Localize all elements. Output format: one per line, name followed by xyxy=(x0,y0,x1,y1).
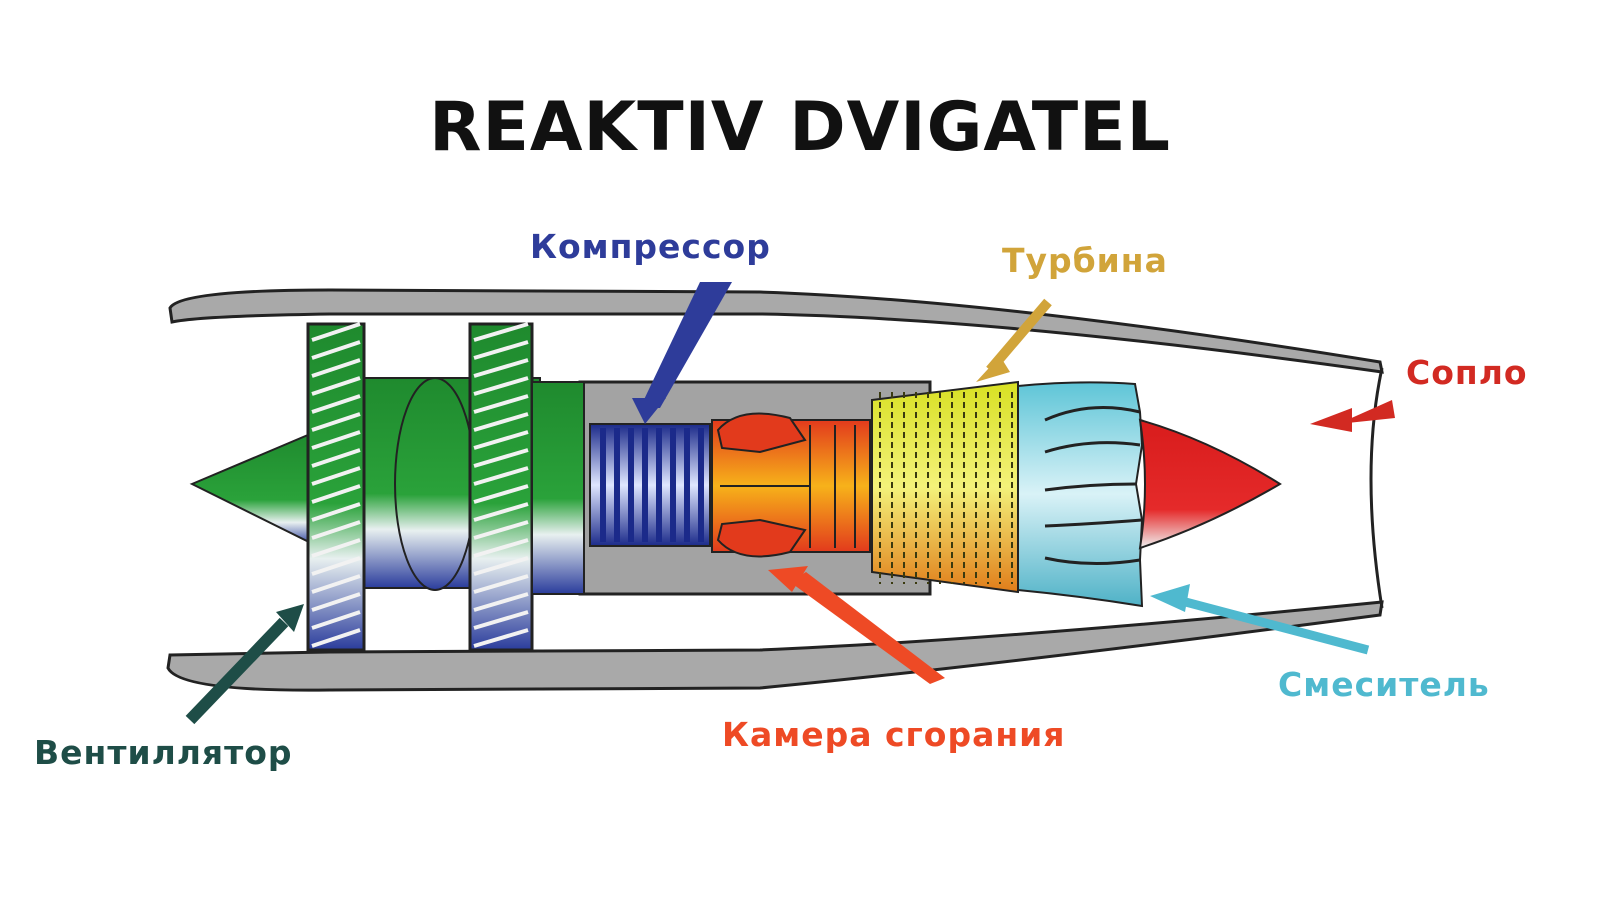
blade-line xyxy=(311,628,361,648)
mixer-section xyxy=(1017,381,1144,608)
blade-line xyxy=(473,502,529,522)
blade-line xyxy=(311,592,361,612)
fan-stage-2 xyxy=(468,322,534,652)
blade-line xyxy=(311,556,361,576)
blade-line xyxy=(311,610,361,630)
compressor-blade xyxy=(670,428,676,542)
mixer-arrow xyxy=(1150,584,1370,655)
blade-line xyxy=(311,322,361,342)
blade-line xyxy=(473,574,529,594)
blade-line xyxy=(473,448,529,468)
compressor-label: Компрессор xyxy=(530,227,771,266)
blade-line xyxy=(473,520,529,540)
blade-line xyxy=(311,520,361,540)
blade-line xyxy=(473,484,529,504)
turbine-arrow xyxy=(976,298,1052,382)
blade-line xyxy=(311,538,361,558)
blade-line xyxy=(311,466,361,486)
blade-line xyxy=(311,394,361,414)
compressor-blade xyxy=(656,428,662,542)
blade-line xyxy=(473,376,529,396)
blade-line xyxy=(311,484,361,504)
blade-line xyxy=(311,376,361,396)
nose-cone xyxy=(189,430,316,547)
blade-line xyxy=(473,628,529,648)
blade-line xyxy=(473,394,529,414)
compressor-blade xyxy=(642,428,648,542)
blade-line xyxy=(311,358,361,378)
blade-line xyxy=(473,412,529,432)
fan-outlet-ring xyxy=(531,381,585,595)
combustion-arrow xyxy=(768,566,945,684)
fan-arrow xyxy=(185,604,304,725)
compressor-blade xyxy=(614,428,620,542)
blade-line xyxy=(473,466,529,486)
blade-line xyxy=(311,448,361,468)
blade-line xyxy=(473,538,529,558)
nozzle-arrow xyxy=(1310,400,1395,432)
compressor-arrow xyxy=(632,282,732,424)
nozzle-label: Сопло xyxy=(1406,353,1528,392)
combustion-chamber-label: Камера сгорания xyxy=(722,715,1065,754)
compressor-section xyxy=(589,423,711,547)
blade-line xyxy=(473,430,529,450)
blade-line xyxy=(311,574,361,594)
blade-line xyxy=(473,610,529,630)
blade-line xyxy=(311,430,361,450)
mixer-label: Смеситель xyxy=(1278,665,1490,704)
fan-label: Вентиллятор xyxy=(34,733,293,772)
exhaust-cone xyxy=(1138,418,1282,550)
blade-line xyxy=(473,358,529,378)
compressor-blade xyxy=(628,428,634,542)
compressor-blade xyxy=(600,428,606,542)
compressor-blade xyxy=(698,428,704,542)
engine-casing xyxy=(166,288,1384,692)
compressor-blade xyxy=(684,428,690,542)
page-title: REAKTIV DVIGATEL xyxy=(429,88,1171,167)
turbine-label: Турбина xyxy=(1002,241,1168,280)
blade-line xyxy=(311,412,361,432)
blade-line xyxy=(473,556,529,576)
blade-line xyxy=(311,340,361,360)
blade-line xyxy=(311,502,361,522)
blade-line xyxy=(473,592,529,612)
blade-line xyxy=(473,340,529,360)
blade-line xyxy=(473,322,529,342)
turbine-section xyxy=(871,380,1019,594)
fan-stage-1 xyxy=(306,322,366,652)
combustion-chamber xyxy=(711,412,871,558)
